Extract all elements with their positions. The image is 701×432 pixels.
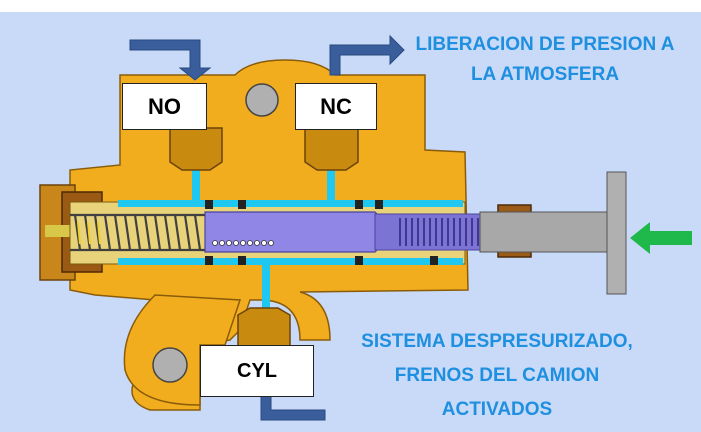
- spring-highlights: [77, 221, 101, 245]
- arrow-right-icon: [329, 34, 405, 76]
- channel-nc-vertical: [327, 165, 335, 205]
- channel-bottom: [118, 258, 463, 265]
- spool-threads: [399, 218, 479, 246]
- state-caption-line1: SISTEMA DESPRESURIZADO,: [361, 331, 633, 352]
- channel-top: [118, 200, 463, 207]
- state-caption-line2: FRENOS DEL CAMION: [394, 365, 600, 386]
- mount-hole-bottom: [152, 347, 188, 383]
- arrow-left-icon: [630, 222, 692, 254]
- spring: [70, 213, 205, 252]
- top-white-strip: [0, 0, 701, 12]
- release-caption-line2: LA ATMOSFERA: [470, 64, 620, 85]
- port-label-cyl: CYL: [200, 345, 314, 397]
- spool: [204, 211, 396, 253]
- left-bolt: [45, 225, 75, 237]
- arrow-down-icon: [129, 39, 212, 81]
- ball-bearings: [212, 240, 274, 246]
- fitting-no: [169, 127, 223, 171]
- state-caption: SISTEMA DESPRESURIZADO, FRENOS DEL CAMIO…: [322, 325, 672, 427]
- mount-hole-top: [245, 83, 279, 117]
- o-rings: [205, 200, 438, 265]
- fitting-nc: [304, 127, 359, 171]
- plunger-shaft: [479, 211, 616, 253]
- channel-no-vertical: [192, 165, 200, 205]
- port-label-no: NO: [122, 83, 207, 130]
- body-lower-lobe: [123, 294, 242, 406]
- plunger-head: [606, 171, 627, 295]
- state-caption-line3: ACTIVADOS: [441, 399, 553, 420]
- release-caption: LIBERACION DE PRESION A LA ATMOSFERA: [395, 30, 695, 90]
- fitting-cyl: [237, 307, 291, 349]
- port-label-nc: NC: [295, 83, 377, 130]
- release-caption-line1: LIBERACION DE PRESION A: [415, 34, 675, 55]
- channel-cyl-vertical: [262, 260, 270, 310]
